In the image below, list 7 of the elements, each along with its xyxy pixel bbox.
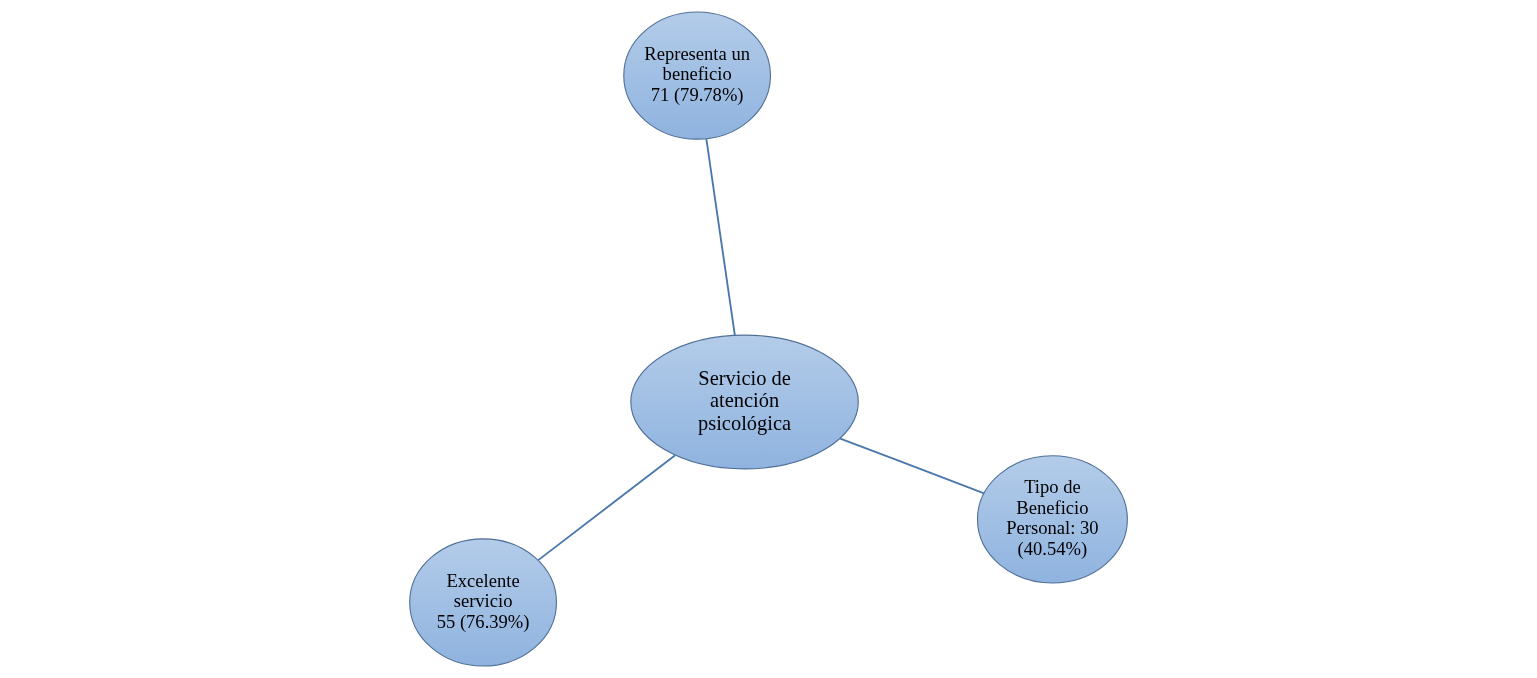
connector bbox=[839, 437, 986, 495]
node-ellipse: Tipo de Beneficio Personal: 30 (40.54%) bbox=[976, 455, 1128, 584]
connector bbox=[537, 454, 677, 562]
node-ellipse: Servicio de atención psicológica bbox=[630, 334, 859, 470]
node-ellipse: Excelente servicio 55 (76.39%) bbox=[409, 538, 557, 667]
connector bbox=[705, 137, 736, 337]
node-ellipse: Representa un beneficio 71 (79.78%) bbox=[623, 11, 772, 140]
